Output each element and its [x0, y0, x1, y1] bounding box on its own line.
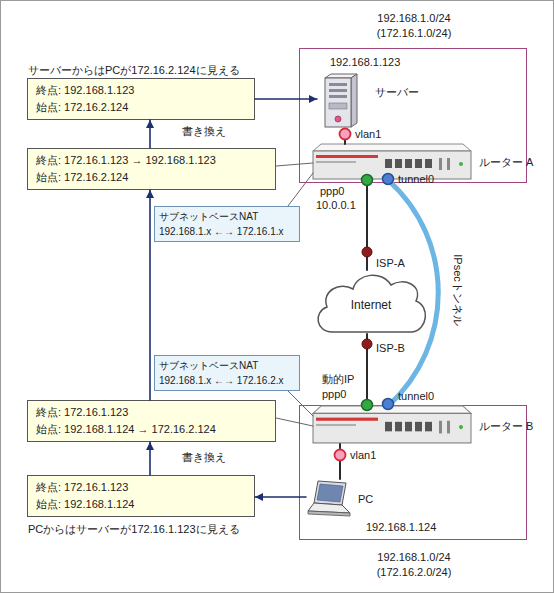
node-text: ルーター B — [479, 419, 551, 434]
tunnel-port — [383, 174, 394, 185]
note-label: 192.168.1.124 — [366, 520, 466, 534]
note-label: 動的IP — [322, 372, 367, 386]
node-text: PC — [358, 492, 398, 507]
vlan-port — [335, 450, 346, 461]
note-label: PCからはサーバーが172.16.1.123に見える — [28, 522, 290, 536]
node-text: Internet — [312, 297, 430, 313]
packet-flow-arrow — [255, 98, 317, 100]
packet-box: 終点: 192.168.1.123 始点: 172.16.2.124 — [27, 78, 255, 120]
note-label: vlan1 — [350, 448, 390, 462]
node-text: 始点: 172.16.2.124 — [36, 100, 251, 115]
server-node: サーバー — [317, 73, 361, 129]
note-label: 10.0.0.1 — [316, 198, 376, 212]
note-label: ppp0 — [320, 184, 360, 198]
node-text: 終点: 172.16.1.123 → 192.168.1.123 — [36, 153, 272, 168]
ppp-port — [362, 400, 373, 411]
note-label: 書き換え — [182, 450, 242, 464]
router-icon — [313, 406, 471, 444]
isp-point — [362, 339, 372, 349]
callout-leader — [288, 391, 313, 416]
router-node: ルーター B — [313, 406, 471, 444]
node-text: 始点: 172.16.2.124 — [36, 170, 272, 185]
packet-flow-arrow — [149, 120, 151, 148]
node-text: 192.168.1.0/24 (172.16.1.0/24) — [350, 11, 478, 41]
laptop-icon — [306, 479, 351, 519]
node-text: 始点: 192.168.1.124 — [36, 497, 251, 512]
ipsec-tunnel — [388, 180, 438, 406]
node-text: サブネットベースNAT — [159, 359, 299, 373]
note-label: 書き換え — [182, 124, 242, 138]
note-label: vlan1 — [355, 127, 395, 141]
note-label: ISP-B — [376, 341, 421, 355]
nat-box: サブネットベースNAT192.168.1.x ←→ 172.16.1.x — [154, 206, 300, 242]
packet-box: 終点: 172.16.1.123 始点: 192.168.1.124 → 172.… — [27, 400, 276, 442]
pc-node: PC — [306, 479, 351, 519]
node-text: 始点: 192.168.1.124 → 172.16.2.124 — [36, 422, 272, 437]
note-label: ppp0 — [322, 387, 362, 401]
packet-flow-arrow — [255, 496, 306, 498]
callout-leader — [288, 173, 313, 206]
packet-flow-arrow — [149, 442, 151, 475]
vlan-port — [340, 129, 351, 140]
callout-leader — [276, 418, 313, 426]
note-label: tunnel0 — [398, 172, 453, 186]
isp-point — [362, 247, 372, 257]
note-label: サーバーからはPCが172.16.2.124に見える — [28, 63, 290, 77]
node-text: 192.168.1.x ←→ 172.16.1.x — [159, 225, 299, 239]
node-text: 終点: 172.16.1.123 — [36, 405, 272, 420]
packet-box: 終点: 172.16.1.123 → 192.168.1.123 始点: 172.… — [27, 148, 276, 190]
server-icon — [317, 73, 361, 129]
packet-flow-arrow — [149, 190, 151, 400]
site-box: 192.168.1.0/24 (172.16.1.0/24) サーバー ルーター… — [299, 48, 527, 183]
edge-label: IPsecトンネル — [451, 245, 465, 335]
note-label: tunnel0 — [398, 389, 453, 403]
node-text: 終点: 172.16.1.123 — [36, 480, 251, 495]
note-label: ISP-A — [376, 256, 421, 270]
node-text: サブネットベースNAT — [159, 210, 299, 224]
tunnel-port — [383, 399, 394, 410]
node-text: 終点: 192.168.1.123 — [36, 83, 251, 98]
node-text: 192.168.1.x ←→ 172.16.2.x — [159, 374, 299, 388]
site-box: 192.168.1.0/24 (172.16.2.0/24) ルーター B PC — [299, 405, 527, 540]
packet-box: 終点: 172.16.1.123 始点: 192.168.1.124 — [27, 475, 255, 517]
node-text: サーバー — [375, 85, 445, 100]
note-label: 192.168.1.123 — [330, 55, 430, 69]
node-text: ルーター A — [479, 155, 551, 170]
ppp-port — [362, 175, 373, 186]
node-text: 192.168.1.0/24 (172.16.2.0/24) — [350, 550, 478, 580]
callout-leader — [276, 163, 313, 166]
nat-box: サブネットベースNAT192.168.1.x ←→ 172.16.2.x — [154, 355, 300, 391]
internet-cloud: Internet — [312, 270, 430, 334]
